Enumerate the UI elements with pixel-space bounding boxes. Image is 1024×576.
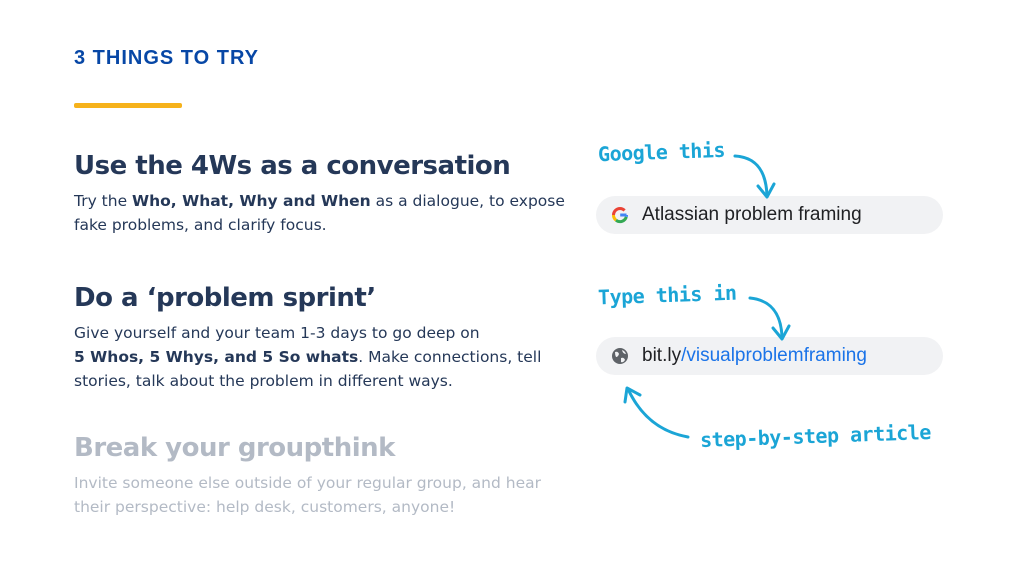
tip-title: Use the 4Ws as a conversation [74,151,511,181]
arrow-to-url-bar [748,296,784,339]
tip-body-bold: Who, What, Why and When [132,192,371,210]
arrow-from-article-head [623,386,642,404]
arrow-to-url-bar-head [771,324,791,341]
arrow-to-google-search-head [756,182,776,199]
tip-body: Give yourself and your team 1-3 days to … [74,321,574,393]
tip-body-text: as a dialogue, to expose fake problems, … [74,192,565,234]
tip-body-text: Give yourself and your team 1-3 days to … [74,324,480,342]
tip-title: Do a ‘problem sprint’ [74,283,376,313]
tip-body-text: Try the [74,192,133,210]
arrow-from-article [626,387,690,439]
short-link-url[interactable]: bit.ly/visualproblemframing [642,345,867,367]
tip-item-4ws: Use the 4Ws as a conversation Try the Wh… [74,151,574,237]
globe-icon [609,345,631,367]
slide-eyebrow-title: 3 THINGS TO TRY [74,47,260,69]
tip-item-groupthink: Break your groupthink Invite someone els… [74,433,574,519]
google-search-query[interactable]: Atlassian problem framing [642,204,862,225]
tip-body-text: . Make connections, tell stories, talk a… [74,348,542,390]
tip-body-text: Invite someone else outside of your regu… [74,474,541,516]
short-link-domain: bit.ly [642,345,682,366]
tip-title: Break your groupthink [74,433,395,463]
google-search-bar[interactable]: Atlassian problem framing [596,196,943,234]
tip-item-problem-sprint: Do a ‘problem sprint’ Give yourself and … [74,283,574,393]
google-g-icon [609,204,631,226]
tip-body-bold: 5 Whos, 5 Whys, and 5 So whats [74,348,359,366]
arrow-to-google-search [733,154,769,198]
accent-rule [74,103,182,108]
tip-body: Try the Who, What, Why and When as a dia… [74,189,574,237]
url-bar[interactable]: bit.ly/visualproblemframing [596,337,943,375]
tip-body: Invite someone else outside of your regu… [74,471,574,519]
short-link-path: /visualproblemframing [681,345,867,366]
